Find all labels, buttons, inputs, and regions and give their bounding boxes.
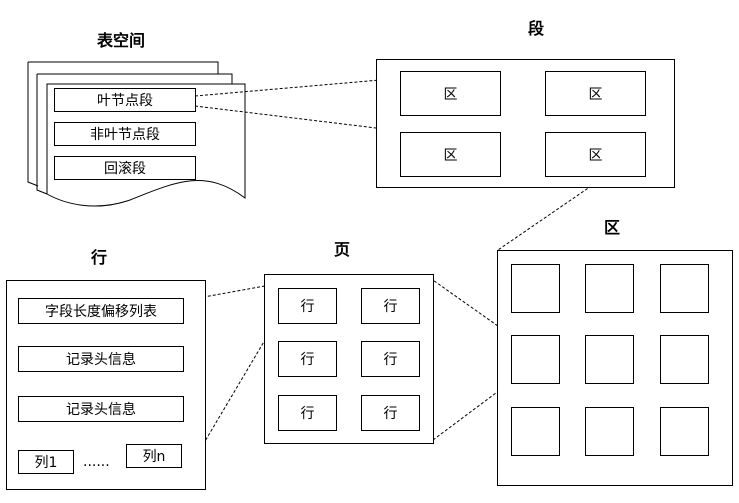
row-record-header: 记录头信息 [18,396,184,422]
extent-page-slot [660,335,709,384]
tablespace-segment-leaf: 叶节点段 [54,88,196,112]
tablespace-segment-rollback: 回滚段 [54,156,196,180]
page-row: 行 [278,288,337,324]
extent-page-slot [585,407,634,456]
page-row: 行 [361,341,420,377]
extent-page-slot [511,335,560,384]
connector-leaf-to-segment-bottom [194,105,377,129]
page-row: 行 [361,395,420,431]
extent-page-slot [660,407,709,456]
page-row: 行 [278,395,337,431]
page-row: 行 [278,341,337,377]
extent-page-slot [585,335,634,384]
segment-extent: 区 [545,132,646,177]
tablespace-title: 表空间 [97,31,146,50]
connector-leaf-to-segment-top [194,79,381,97]
segment-extent: 区 [400,71,501,116]
segment-title: 段 [528,19,545,38]
connector-row-to-page-top [197,285,266,299]
extent-page-slot [511,264,560,313]
row-column-last: 列n [126,444,182,468]
segment-extent: 区 [400,132,501,177]
row-title: 行 [91,248,108,267]
extent-page-slot [660,264,709,313]
connector-extent-to-extentbox-top [497,179,601,251]
row-record-header: 记录头信息 [18,346,184,372]
extent-page-slot [511,407,560,456]
page-title: 页 [334,240,351,259]
segment-extent: 区 [545,71,646,116]
row-column-first: 列1 [18,450,74,474]
connector-page-to-extent-top [429,277,513,337]
row-ellipsis: ...... [83,454,110,470]
tablespace-segment-nonleaf: 非叶节点段 [54,122,196,146]
extent-title: 区 [604,218,621,237]
tablespace-sheet-middle [36,73,233,195]
tablespace-sheet-back [27,61,219,187]
extent-page-slot [585,264,634,313]
row-offset-list: 字段长度偏移列表 [18,298,184,324]
page-row: 行 [361,288,420,324]
